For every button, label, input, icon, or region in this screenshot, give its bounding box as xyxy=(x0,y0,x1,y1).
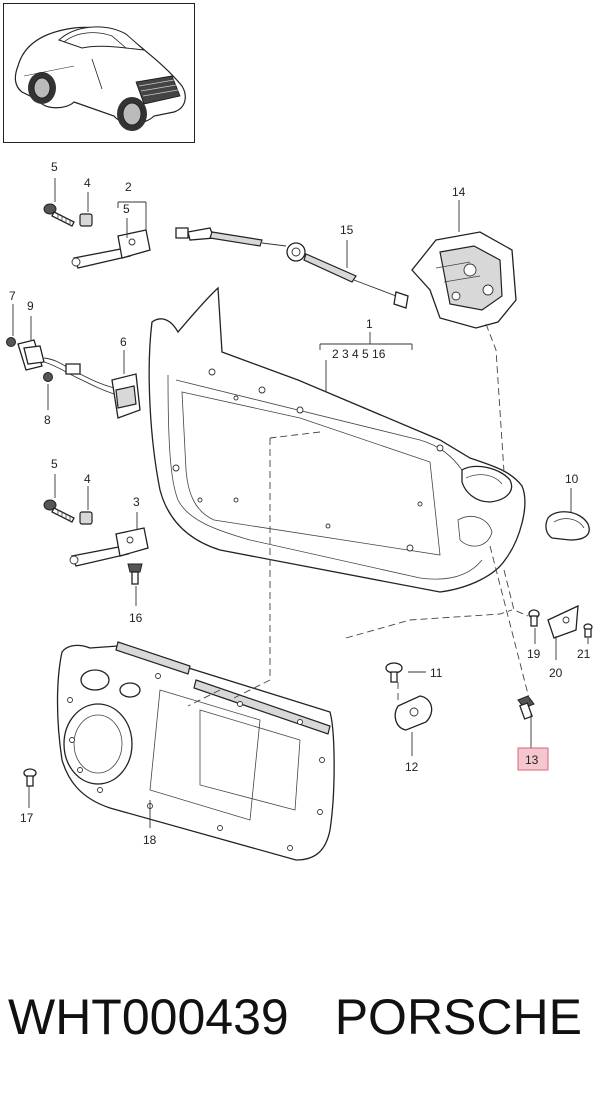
brand-name: PORSCHE xyxy=(334,989,582,1045)
screw-11 xyxy=(385,662,403,683)
callout-7: 7 xyxy=(9,289,16,303)
hinge-bolt-upper xyxy=(43,203,75,227)
car-illustration xyxy=(14,26,186,131)
inner-panel-holes xyxy=(67,673,325,851)
callout-10: 10 xyxy=(565,472,579,486)
callout-14: 14 xyxy=(452,185,466,199)
vehicle-inset-frame xyxy=(3,3,195,143)
screw-8 xyxy=(43,372,53,382)
callout-1-sub: 2 3 4 5 16 xyxy=(332,347,386,361)
hinge-nut-upper xyxy=(79,213,93,227)
callout-17: 17 xyxy=(20,811,34,825)
exploded-parts-diagram: 5 4 2 5 14 15 7 9 1 2 3 4 5 16 6 8 5 4 1… xyxy=(6,160,593,861)
callout-9: 9 xyxy=(27,299,34,313)
bolt-13 xyxy=(517,695,535,720)
leader-lines xyxy=(12,178,589,828)
highlight-box-13 xyxy=(517,747,549,771)
callout-21: 21 xyxy=(577,647,591,661)
bracket-20 xyxy=(547,604,579,639)
outer-handle-cover xyxy=(545,511,590,541)
callout-4-lower: 4 xyxy=(84,472,91,486)
callout-4-upper: 4 xyxy=(84,176,91,190)
part-reference-footer: WHT000439 PORSCHE xyxy=(8,982,598,1052)
callout-labels: 5 4 2 5 14 15 7 9 1 2 3 4 5 16 6 8 5 4 1… xyxy=(9,160,591,847)
assembly-dash-lines xyxy=(187,323,531,707)
callout-12: 12 xyxy=(405,760,419,774)
callout-5-upper: 5 xyxy=(51,160,58,174)
screw-19 xyxy=(528,609,540,627)
door-shell xyxy=(148,286,526,593)
part-number: WHT000439 xyxy=(8,989,289,1045)
callout-20: 20 xyxy=(549,666,563,680)
door-shell-holes xyxy=(172,368,444,552)
callout-3: 3 xyxy=(133,495,140,509)
bowden-cable xyxy=(175,227,409,309)
rear-wheel xyxy=(117,97,147,131)
wiring-harness xyxy=(17,339,115,395)
upper-hinge xyxy=(71,229,151,269)
callout-2-sub: 5 xyxy=(123,202,130,216)
hinge-bolt-lower xyxy=(43,499,75,523)
front-wheel xyxy=(28,72,56,104)
callout-11: 11 xyxy=(430,666,443,680)
door-check-strap xyxy=(111,373,141,419)
screw-21 xyxy=(583,623,593,638)
door-lock xyxy=(411,231,517,329)
lower-hinge xyxy=(69,527,149,567)
inner-door-panel xyxy=(56,641,335,861)
callout-6: 6 xyxy=(120,335,127,349)
callout-2: 2 xyxy=(125,180,132,194)
callout-19: 19 xyxy=(527,647,541,661)
mount-12 xyxy=(394,695,433,731)
callout-1: 1 xyxy=(366,317,373,331)
callout-13: 13 xyxy=(525,753,539,767)
callout-18: 18 xyxy=(143,833,157,847)
callout-15: 15 xyxy=(340,223,354,237)
callout-8: 8 xyxy=(44,413,51,427)
hinge-nut-lower xyxy=(79,511,93,525)
callout-5-lower: 5 xyxy=(51,457,58,471)
clip-7 xyxy=(6,337,16,347)
bolt-16 xyxy=(127,563,143,585)
screw-17 xyxy=(23,768,37,787)
rear-grille xyxy=(135,75,181,105)
callout-16: 16 xyxy=(129,611,143,625)
